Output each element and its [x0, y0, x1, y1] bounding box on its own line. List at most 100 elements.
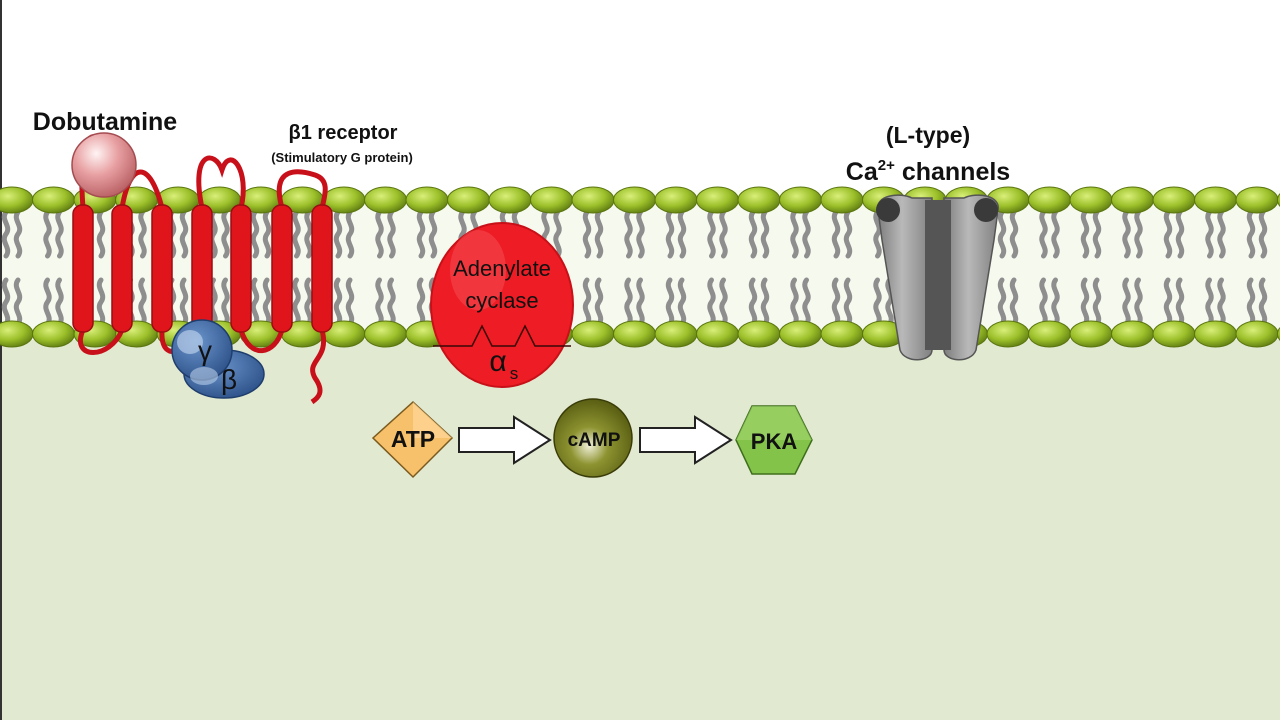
atp-label: ATP — [391, 426, 435, 452]
lipid-tail — [760, 277, 770, 327]
channel-label-line2: Ca2+ channels — [846, 157, 1010, 186]
lipid-head — [1152, 186, 1196, 214]
lipid-tail — [250, 277, 260, 327]
receptor-c-terminus — [310, 329, 327, 405]
lipid-tail — [1092, 277, 1102, 327]
ligand-label: Dobutamine — [33, 108, 178, 136]
lipid-tail — [760, 209, 770, 259]
lipid-tail — [428, 209, 438, 259]
lipid-tail — [416, 209, 426, 259]
gamma-highlight — [177, 330, 203, 354]
alpha-label: α — [489, 345, 506, 378]
receptor-loop-int-1 — [78, 328, 125, 355]
lipid-tail — [582, 209, 592, 259]
receptor-helix-3 — [151, 204, 173, 333]
channel-pore — [925, 200, 951, 350]
lipid-tail — [43, 277, 52, 327]
lipid-tail — [304, 209, 313, 259]
lipid-head — [1028, 186, 1071, 214]
pka-label: PKA — [751, 429, 798, 454]
lipid-tail — [665, 209, 675, 259]
lipid-head — [1028, 320, 1071, 348]
beta-label: β — [221, 364, 237, 395]
lipid-tail — [1080, 209, 1090, 259]
enzyme-label-line2: cyclase — [465, 288, 538, 313]
lipid-tail — [1163, 277, 1173, 327]
phospholipid-bilayer — [0, 186, 1280, 348]
lipid-head — [737, 320, 781, 348]
receptor-loop-ext-2 — [196, 155, 246, 209]
lipid-tail — [345, 209, 355, 259]
lipid-head — [447, 186, 490, 214]
alpha-subscript: s — [510, 364, 519, 383]
lipid-head — [1277, 193, 1280, 207]
lipid-tail — [997, 277, 1007, 327]
lipid-tail — [707, 209, 716, 259]
lipid-tail — [636, 209, 645, 259]
arrow-atp-to-camp — [458, 415, 552, 465]
lipid-tail — [677, 209, 687, 259]
lipid-tail — [292, 209, 301, 259]
lipid-head — [1152, 320, 1196, 348]
lipid-tail — [719, 277, 728, 327]
lipid-head — [696, 320, 739, 348]
lipid-head — [488, 186, 532, 214]
enzyme-highlight — [450, 230, 506, 310]
extracellular-space — [0, 0, 1280, 190]
lipid-tail — [416, 277, 426, 327]
lipid-tail — [1122, 209, 1131, 259]
lipid-head — [820, 186, 864, 214]
lipid-tail — [1134, 277, 1143, 327]
lipid-tail — [1134, 209, 1143, 259]
channel-cap-left — [876, 198, 900, 222]
lipid-tail — [624, 277, 633, 327]
lipid-head — [654, 186, 698, 214]
atp-highlight — [413, 402, 452, 438]
lipid-head — [779, 186, 822, 214]
lipid-tail — [1080, 277, 1090, 327]
arrow-camp-to-pka — [639, 415, 733, 465]
lipid-tail — [1246, 209, 1256, 259]
lipid-head — [364, 320, 407, 348]
receptor-helix-6 — [271, 204, 293, 333]
lipid-tail — [1039, 209, 1048, 259]
lipid-tail — [831, 277, 841, 327]
lipid-head — [530, 186, 573, 214]
lipid-tail — [802, 209, 811, 259]
lipid-head — [820, 320, 864, 348]
lipid-head — [405, 186, 449, 214]
lipid-tail — [138, 209, 147, 259]
enzyme-label-line1: Adenylate — [453, 256, 551, 281]
lipid-tail — [624, 209, 633, 259]
camp-pathway: ATP cAMP PKA — [371, 398, 813, 479]
lipid-tail — [831, 209, 841, 259]
lipid-tail — [802, 277, 811, 327]
lipid-tail — [665, 277, 675, 327]
lipid-tail — [1205, 209, 1214, 259]
camp-label: cAMP — [568, 430, 621, 451]
lipid-tail — [748, 277, 758, 327]
lipid-tail — [13, 209, 23, 259]
lipid-tail — [375, 209, 384, 259]
lipid-tail — [1258, 277, 1268, 327]
lipid-tail — [345, 277, 355, 327]
beta-highlight — [190, 367, 218, 385]
lipid-tail — [790, 277, 799, 327]
lipid-head — [1111, 186, 1154, 214]
lipid-tail — [997, 209, 1007, 259]
lipid-tail — [707, 277, 716, 327]
lipid-tail — [636, 277, 645, 327]
channel-label-rest: channels — [895, 158, 1010, 186]
lipid-head — [571, 320, 615, 348]
receptor-loop-ext-1 — [119, 169, 165, 209]
lipid-tail — [1205, 277, 1214, 327]
lipid-tail — [304, 277, 313, 327]
lipid-tail — [96, 277, 106, 327]
channel-label-ca: Ca — [846, 158, 879, 186]
lipid-head — [696, 186, 739, 214]
lipid-head — [1235, 186, 1279, 214]
g-protein-beta-gamma: γ β — [171, 319, 265, 399]
lipid-head — [1111, 320, 1154, 348]
lipid-tail — [1217, 209, 1226, 259]
